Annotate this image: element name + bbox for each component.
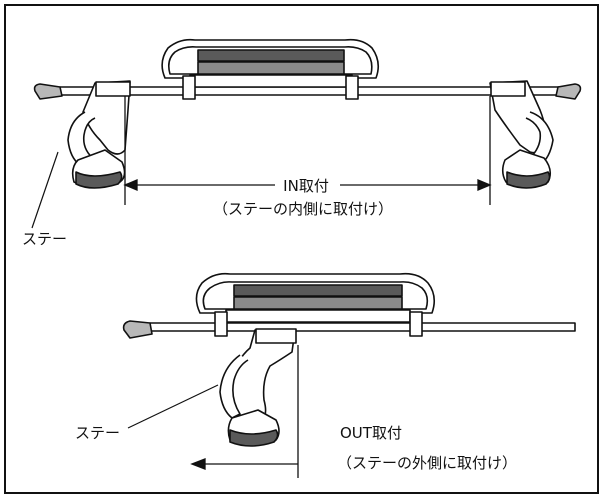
bottom-dimension	[190, 345, 299, 478]
top-left-stay	[67, 80, 131, 189]
bottom-mount-description: （ステーの外側に取付け）	[337, 454, 517, 472]
bottom-stay	[219, 328, 297, 447]
bottom-illustration	[122, 272, 576, 447]
top-stay-leader	[31, 151, 59, 229]
top-illustration	[33, 38, 582, 189]
top-carrier	[161, 38, 380, 100]
top-mount-description: （ステーの内側に取付け）	[213, 200, 393, 218]
top-stay-label: ステー	[22, 230, 67, 248]
diagram-border	[4, 4, 599, 494]
bottom-roof-bar	[122, 320, 576, 339]
bottom-stay-leader	[127, 384, 219, 429]
bottom-carrier	[195, 272, 436, 337]
top-right-stay	[489, 80, 554, 189]
bottom-mount-label: OUT取付	[340, 424, 402, 442]
top-dimension	[123, 96, 492, 205]
bottom-stay-label: ステー	[75, 424, 120, 442]
top-mount-label: IN取付	[283, 177, 329, 195]
